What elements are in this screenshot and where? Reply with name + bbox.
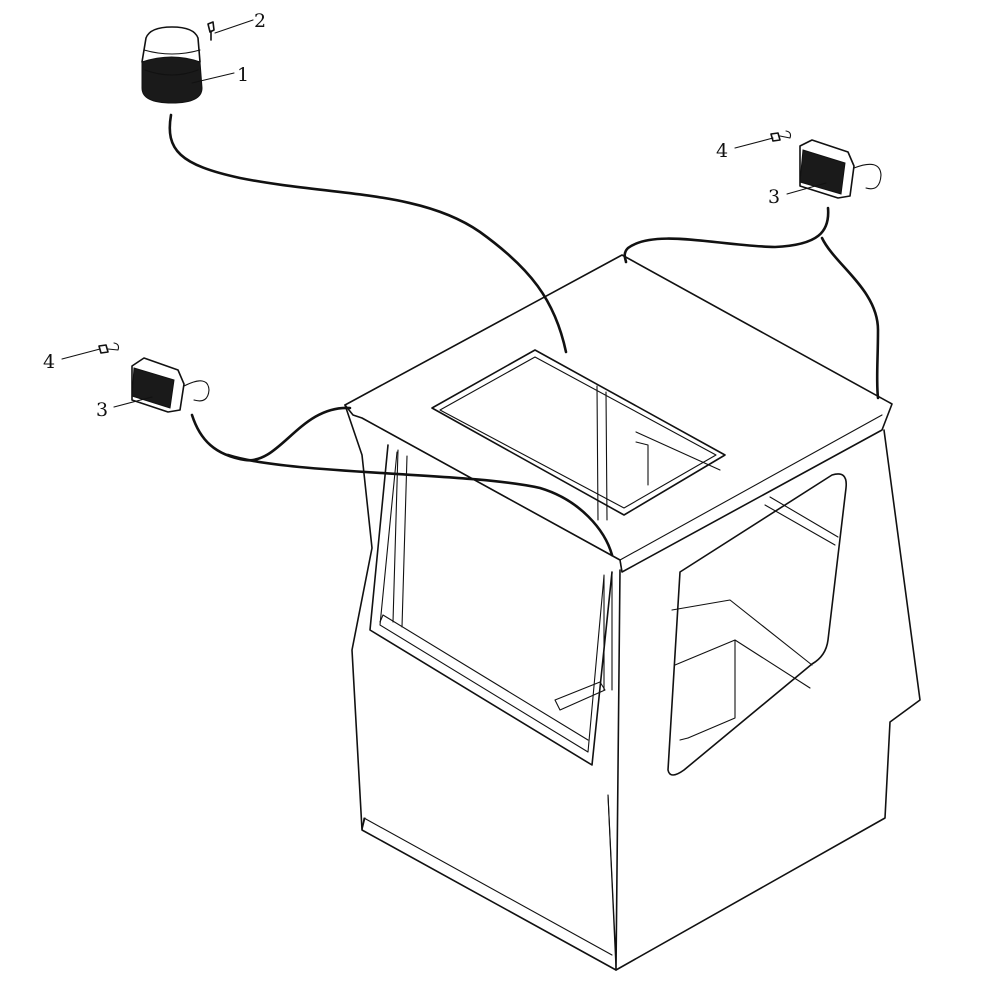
callout-2: 2 [254, 10, 266, 32]
roof-panel [344, 254, 893, 573]
lamp-screw-right [770, 130, 792, 142]
screw-thread [779, 130, 792, 139]
roof-corner [619, 559, 623, 573]
beacon-lamp [141, 26, 203, 104]
callout-4-left: 4 [43, 351, 55, 373]
beacon-base [141, 56, 203, 104]
front-window-frame [369, 444, 613, 766]
leader-1 [191, 72, 235, 84]
work-lamp-right [799, 139, 882, 199]
window-pillar-mid [596, 385, 599, 521]
right-lamp-wire-a [623, 206, 830, 264]
window-pillar-mid-2 [605, 391, 608, 521]
right-lamp-lens [799, 149, 846, 195]
callout-1: 1 [237, 64, 249, 86]
interior-floor-line [671, 599, 813, 666]
screw-thread [107, 342, 120, 351]
left-lamp-wire-a [190, 406, 352, 462]
cab-corner-seam-2 [607, 794, 617, 961]
wiring-harness [168, 113, 880, 557]
leader-3-left [113, 396, 153, 408]
beacon-dome-band [143, 49, 201, 55]
front-sill [379, 614, 589, 741]
window-pillar-left-2 [401, 455, 408, 628]
interior-rear-bar [764, 504, 836, 546]
interior-seat-side [687, 639, 736, 739]
right-lamp-cable-loop [853, 163, 882, 190]
callout-3-right: 3 [768, 186, 780, 208]
leader-4-right [734, 137, 774, 149]
left-lamp-housing [131, 357, 185, 413]
leader-4-left [61, 348, 101, 360]
left-lamp-cable-loop [183, 380, 210, 402]
callouts: 2 1 4 3 4 3 [43, 10, 780, 421]
beacon-wire [168, 113, 568, 354]
screw-head-icon [98, 344, 109, 354]
window-pillar-left [392, 449, 399, 623]
dash-ledge [554, 681, 606, 711]
lamp-screw-left [98, 342, 120, 354]
beacon-dome [141, 26, 201, 63]
left-lamp-wire-b [226, 453, 614, 557]
screw-head-icon [770, 132, 781, 142]
callout-3-left: 3 [96, 399, 108, 421]
interior-rear-bar-2 [769, 496, 839, 538]
leader-lines [61, 19, 827, 408]
beacon-base-ring [144, 69, 199, 76]
cab-roof [344, 254, 893, 573]
leader-2 [214, 19, 254, 34]
interior-bracket [635, 441, 649, 486]
beacon-bolt [207, 21, 215, 41]
side-window-frame [667, 473, 848, 776]
front-window-inner [379, 451, 605, 753]
sunroof-glass [439, 356, 717, 509]
work-lamp-left [131, 357, 210, 413]
callout-4-right: 4 [716, 140, 728, 162]
sunroof-hatch [431, 349, 726, 516]
roof-front-edge [361, 414, 883, 561]
left-lamp-lens [131, 367, 175, 409]
cab-body [344, 385, 921, 971]
cab-base-seam [361, 817, 613, 956]
interior-roof-bar [635, 431, 721, 471]
right-lamp-wire-b [820, 236, 880, 400]
bolt-head-icon [207, 21, 215, 33]
leader-3-right [786, 182, 827, 195]
cab-side-outline [615, 429, 921, 971]
interior-seat-edge [679, 737, 689, 741]
